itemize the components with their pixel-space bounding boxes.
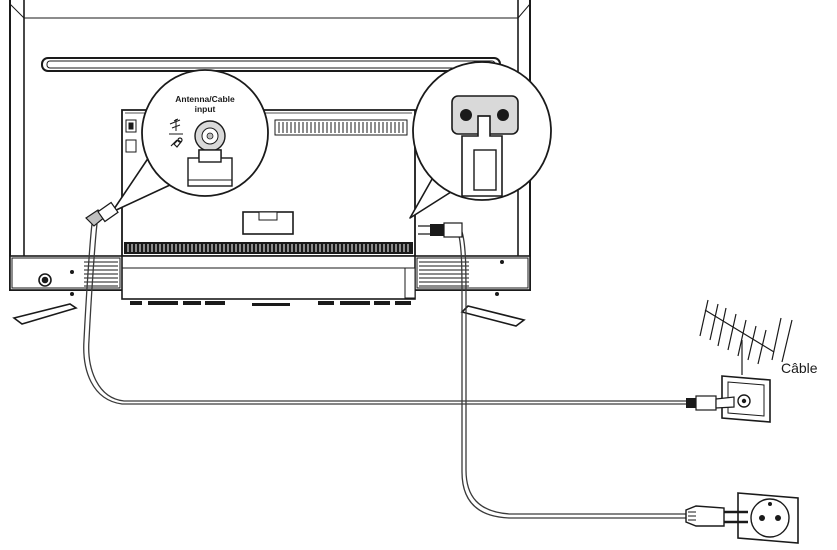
antenna-cable [83,223,686,405]
ac-power-inlet-icon [451,95,519,197]
upper-vent-grille [274,119,408,136]
left-stand-foot [12,303,78,325]
cable-plug-icon [170,137,183,148]
right-stand-foot [460,305,526,327]
power-input-callout [409,61,552,219]
power-wall-plug [685,505,748,527]
wall-antenna-outlet-icon [721,375,771,423]
tv-top-bevel [9,3,531,19]
lower-vent-grille [124,242,413,254]
antenna-cable-wall-plug [686,395,735,411]
wall-power-outlet-icon [737,492,799,544]
antenna-callout-title-line1: Antenna/Cable [175,94,235,104]
left-side-ports [125,119,137,153]
right-speaker [416,257,529,296]
antenna-input-callout: Antenna/Cable input [111,69,269,213]
cable-label: Câble [781,360,818,376]
bottom-port-strip [130,301,411,306]
antenna-cable-tv-plug [85,201,119,227]
roof-antenna [699,299,793,375]
power-cable [457,231,686,519]
side-button-panel [404,267,416,299]
coax-socket [187,120,233,187]
antenna-icon [169,118,183,135]
antenna-callout-title-line2: input [195,104,216,114]
power-cable-tv-plug [418,222,463,238]
left-speaker [11,257,121,296]
